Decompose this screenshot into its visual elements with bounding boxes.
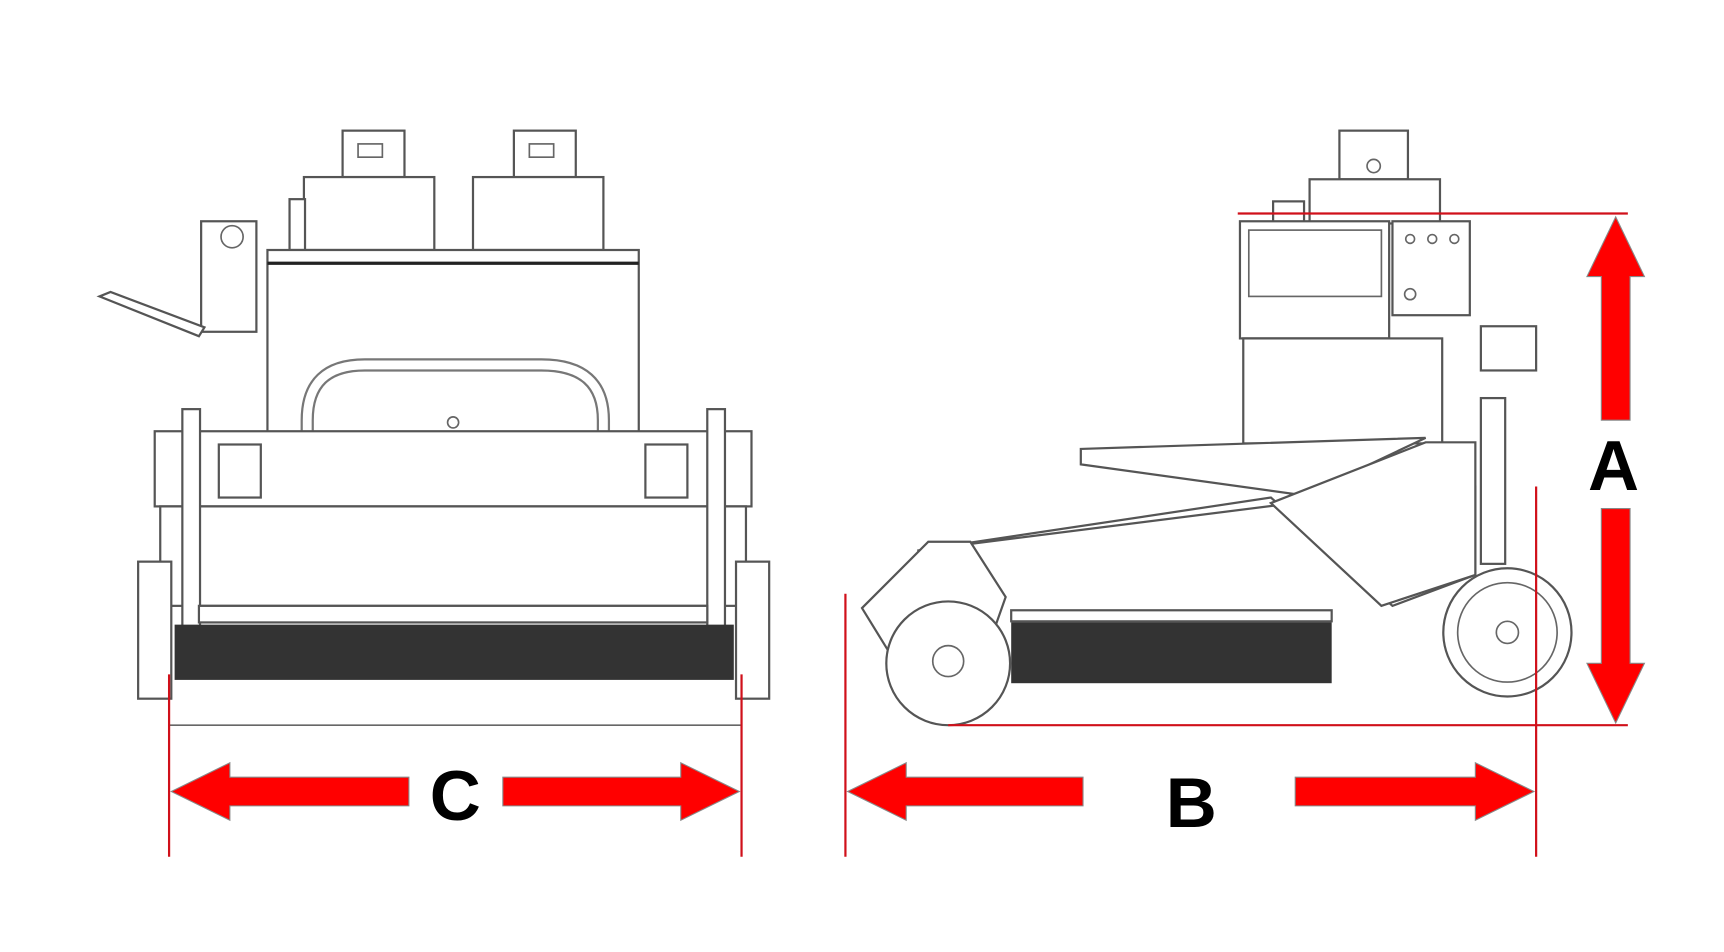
arrow-right-icon <box>1294 761 1536 822</box>
dimension-a: A <box>948 212 1646 727</box>
arrow-right-icon <box>502 761 741 822</box>
dimension-b: B <box>844 486 1538 857</box>
arrow-left-icon <box>170 761 410 822</box>
arrow-up-icon <box>1586 215 1646 421</box>
dimension-a-label: A <box>1588 426 1639 505</box>
front-view-machine <box>96 129 771 727</box>
arrow-left-icon <box>846 761 1084 822</box>
arrow-down-icon <box>1586 508 1646 725</box>
dimension-b-label: B <box>1166 763 1217 842</box>
side-view-machine <box>860 129 1573 727</box>
dimension-c-label: C <box>430 756 481 835</box>
dimension-c: C <box>167 674 743 857</box>
